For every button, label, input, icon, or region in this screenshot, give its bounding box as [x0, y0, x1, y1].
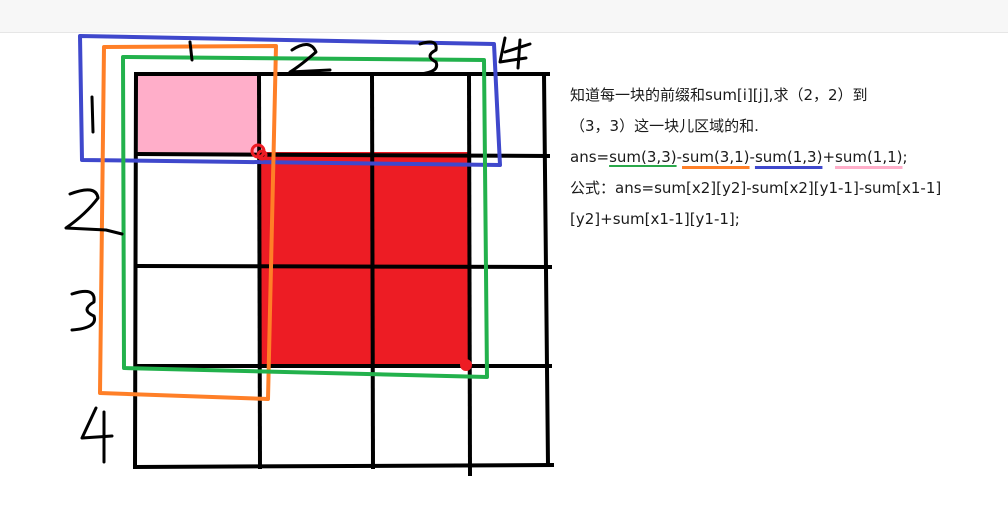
row-labels [64, 95, 124, 464]
formula-suffix: ; [902, 148, 908, 166]
column-labels [188, 36, 532, 76]
formula-line: ans=sum(3,3)-sum(3,1)-sum(1,3)+sum(1,1); [570, 142, 1000, 173]
op-2: - [749, 148, 755, 166]
term-sum-3-3: sum(3,3) [609, 148, 677, 166]
prefix-cell-1-1 [138, 76, 258, 154]
term-sum-3-1: sum(3,1) [682, 148, 750, 166]
op-3: + [822, 148, 836, 166]
general-formula-line-1: 公式：ans=sum[x2][y2]-sum[x2][y1-1]-sum[x1-… [570, 179, 942, 197]
term-sum-1-3: sum(1,3) [754, 148, 823, 166]
row-label-3: 3 [80, 314, 81, 316]
rect-sum-1-3-blue [78, 34, 502, 167]
rect-sum-3-1-orange [98, 44, 278, 401]
formula-prefix: ans= [570, 148, 610, 166]
notes-line-1: 知道每一块的前缀和sum[i][j],求（2，2）到 [570, 86, 868, 104]
rect-sum-3-3-green [121, 55, 489, 379]
query-region-2-2-to-3-3 [260, 152, 470, 366]
explanation-notes: 知道每一块的前缀和sum[i][j],求（2，2）到 （3，3）这一块儿区域的和… [570, 80, 1000, 235]
row-label-4: 4 [95, 439, 96, 441]
general-formula-line-2: [y2]+sum[x1-1][y1-1]; [570, 210, 740, 228]
corner-mark-bottom-right [460, 359, 472, 371]
grid-lines [132, 71, 555, 477]
term-sum-1-1: sum(1,1) [835, 148, 903, 166]
row-label-1: 1 [90, 119, 91, 121]
op-1: - [676, 148, 683, 166]
notes-line-2: （3，3）这一块儿区域的和. [570, 117, 759, 135]
app-top-bar [0, 0, 1008, 33]
corner-mark-top-left [250, 143, 268, 161]
